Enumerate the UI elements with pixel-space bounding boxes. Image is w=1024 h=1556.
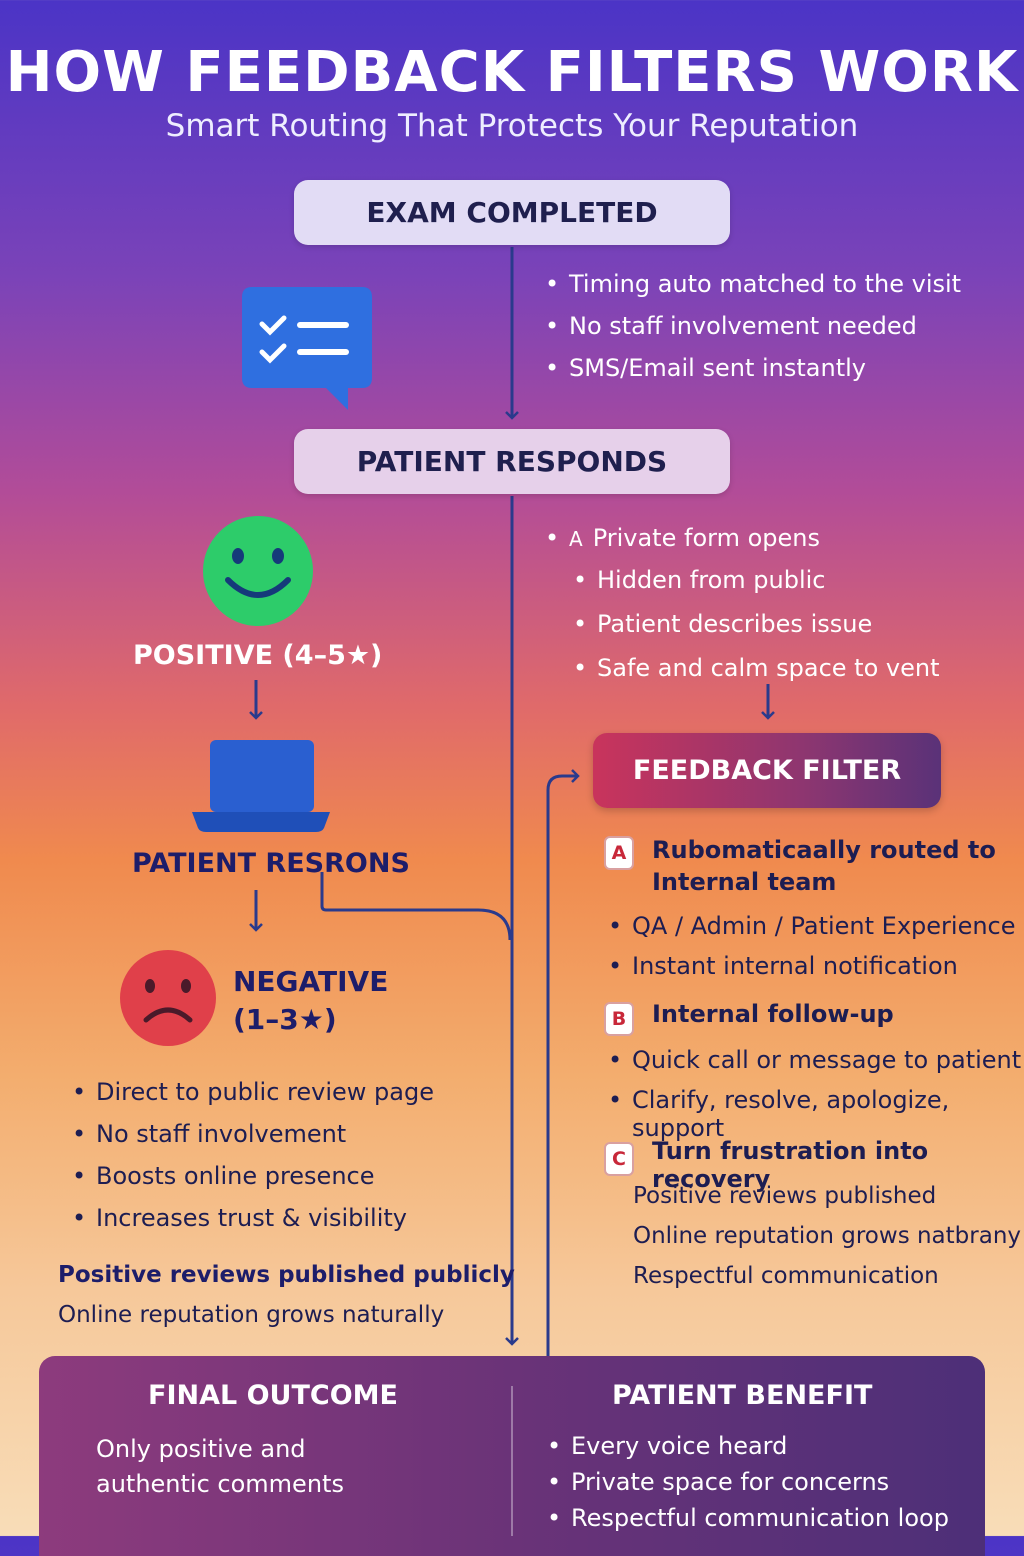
final-outcome-text: Only positive and authentic comments [96, 1435, 344, 1498]
exam-completed-box: EXAM COMPLETED [294, 180, 730, 245]
private-form-label: Private form opens [592, 524, 820, 552]
list-item: Timing auto matched to the visit [543, 270, 961, 298]
connector-resprons-branch [320, 872, 512, 941]
step-b-bullets: Quick call or message to patient Clarify… [606, 1046, 1024, 1154]
list-item: Patient describes issue [571, 610, 940, 638]
list-item: Boosts online presence [70, 1162, 434, 1190]
step-c-lines: Positive reviews published Online reputa… [633, 1183, 1021, 1303]
step-a-badge: A [604, 836, 634, 870]
frown-icon [120, 950, 216, 1046]
list-item: Clarify, resolve, apologize, support [606, 1086, 1024, 1142]
left-note-bold: Positive reviews published publicly [58, 1262, 515, 1288]
list-item: Hidden from public [571, 566, 940, 594]
step-c-badge: C [604, 1142, 634, 1176]
list-item: Direct to public review page [70, 1078, 434, 1106]
list-item: Every voice heard [545, 1432, 949, 1460]
list-item: Online reputation grows natbrany [633, 1223, 1022, 1249]
left-note: Online reputation grows naturally [58, 1302, 445, 1328]
outcome-divider [511, 1386, 513, 1536]
list-item: Increases trust & visibility [70, 1204, 434, 1232]
list-item: Private space for concerns [545, 1468, 949, 1496]
step-a-bullets: QA / Admin / Patient Experience Instant … [606, 912, 1016, 992]
list-item: QA / Admin / Patient Experience [606, 912, 1016, 940]
list-item: Quick call or message to patient [606, 1046, 1024, 1074]
step-a-title: Rubomaticaally routed to Internal team [652, 834, 996, 898]
negative-label-line1: NEGATIVE [233, 965, 389, 998]
laptop-icon [192, 740, 330, 832]
list-item: Respectful communication [633, 1263, 939, 1289]
page-title: HOW FEEDBACK FILTERS WORK [5, 40, 1019, 105]
public-review-bullets: Direct to public review page No staff in… [70, 1078, 434, 1246]
step-b-title: Internal follow-up [652, 1000, 894, 1028]
patient-benefit-bullets: Every voice heard Private space for conc… [545, 1432, 949, 1540]
step-a-line1: Rubomaticaally routed to [652, 836, 996, 864]
patient-resprons-label: PATIENT RESRONS [132, 848, 410, 879]
list-item: SMS/Email sent instantly [543, 354, 961, 382]
private-form-bullets: A Private form opens Hidden from public P… [543, 524, 940, 698]
list-item: Respectful communication loop [545, 1504, 949, 1532]
step-b-badge: B [604, 1002, 634, 1036]
list-item: Instant internal notification [606, 952, 1016, 980]
step-c-title: Turn frustration into recovery [652, 1137, 929, 1193]
final-outcome-title: FINAL OUTCOME [148, 1380, 398, 1411]
patient-responds-box: PATIENT RESPONDS [294, 429, 730, 494]
list-item: A Private form opens [543, 524, 940, 552]
smiley-icon [203, 516, 313, 626]
list-item: No staff involvement needed [543, 312, 961, 340]
list-item: Positive reviews published [633, 1183, 937, 1209]
step-a-line2: Internal team [652, 868, 837, 896]
feedback-filter-box: FEEDBACK FILTER [593, 733, 941, 808]
private-marker: A [569, 527, 583, 551]
list-item: Safe and calm space to vent [571, 654, 940, 682]
page-subtitle: Smart Routing That Protects Your Reputat… [165, 108, 859, 144]
negative-label: NEGATIVE (1–3★) [233, 963, 388, 1039]
positive-label: POSITIVE (4–5★) [133, 640, 383, 671]
chat-checklist-icon [242, 287, 372, 410]
exam-bullets: Timing auto matched to the visit No staf… [543, 270, 961, 396]
list-item: No staff involvement [70, 1120, 434, 1148]
arrow-to-feedback-filter [546, 769, 580, 1356]
patient-benefit-title: PATIENT BENEFIT [612, 1380, 873, 1411]
negative-label-line2: (1–3★) [233, 1003, 337, 1036]
